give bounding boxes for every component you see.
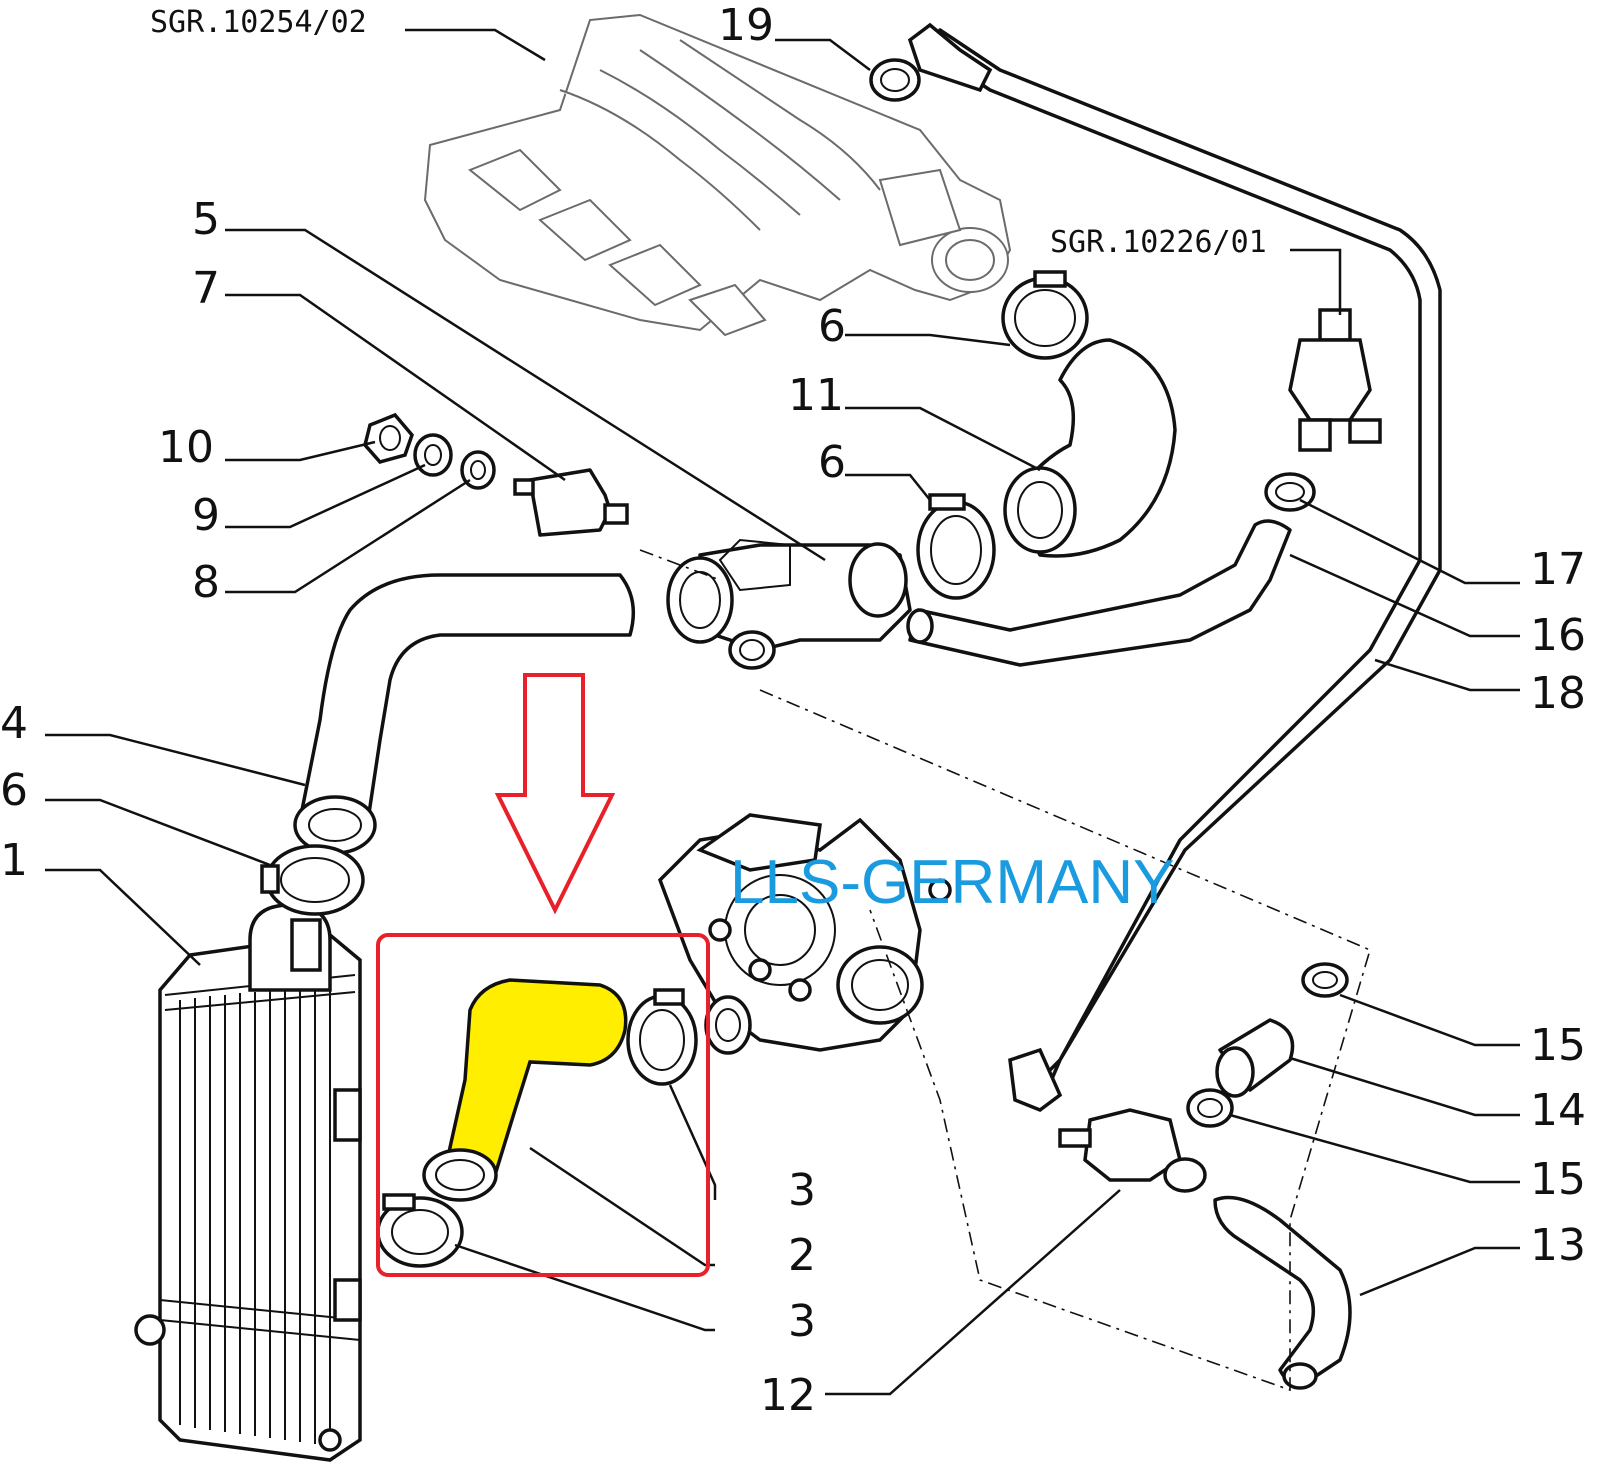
nut-10 [363,412,414,464]
clamp-15-upper [1301,962,1349,998]
callout-5: 5 [192,194,220,245]
callout-12: 12 [760,1370,816,1421]
hose-11 [1003,338,1177,558]
valve-top-right [1288,308,1382,452]
callout-3-upper: 3 [788,1165,816,1216]
callout-9: 9 [192,490,220,541]
watermark-text: LLS-GERMANY [730,848,1174,917]
pipe-5 [666,538,912,670]
callout-3-lower: 3 [788,1296,816,1347]
callout-15-upper: 15 [1530,1020,1586,1071]
dash-line-main [639,549,1371,1392]
callout-7: 7 [192,263,220,314]
hose-14 [1215,1018,1295,1098]
fitting-19 [869,22,993,102]
clamp-6-top [1001,270,1089,360]
washer-8 [460,450,496,490]
callout-11: 11 [788,370,844,421]
hose-4 [293,573,636,855]
hose-16 [906,519,1292,667]
callout-18: 18 [1530,668,1586,719]
clamp-15-lower [1186,1088,1234,1128]
callout-13: 13 [1530,1220,1586,1271]
callout-15-lower: 15 [1530,1154,1586,1205]
hose-2-highlighted [422,978,628,1202]
clamp-6-left [260,844,365,916]
callout-14: 14 [1530,1085,1586,1136]
turbocharger [657,813,952,1055]
callout-2: 2 [788,1230,816,1281]
intercooler [134,903,362,1462]
callout-19: 19 [718,0,774,51]
intake-manifold [423,13,1012,337]
valve-12 [1008,1047,1207,1193]
callout-6-top: 6 [818,301,846,352]
callout-4: 4 [0,698,28,749]
callout-1: 1 [0,835,28,886]
hose-13 [1213,1195,1352,1390]
ref-intake-manifold: SGR.10254/02 [150,5,367,40]
callout-17: 17 [1530,544,1586,595]
highlight-arrow [494,673,616,915]
sensor-7 [513,468,629,537]
washer-9 [413,433,453,477]
highlight-frame [376,933,710,1277]
ref-valve-group: SGR.10226/01 [1050,225,1267,260]
callout-16: 16 [1530,610,1586,661]
clamp-6-mid [916,493,996,600]
callout-10: 10 [158,422,214,473]
clamp-3-upper [626,988,698,1086]
pipe-18 [928,28,1442,1097]
clamp-3-lower [376,1193,464,1268]
callout-6-left: 6 [0,765,28,816]
callout-8: 8 [192,557,220,608]
callout-6-mid: 6 [818,437,846,488]
leader-lines [45,28,1520,1396]
